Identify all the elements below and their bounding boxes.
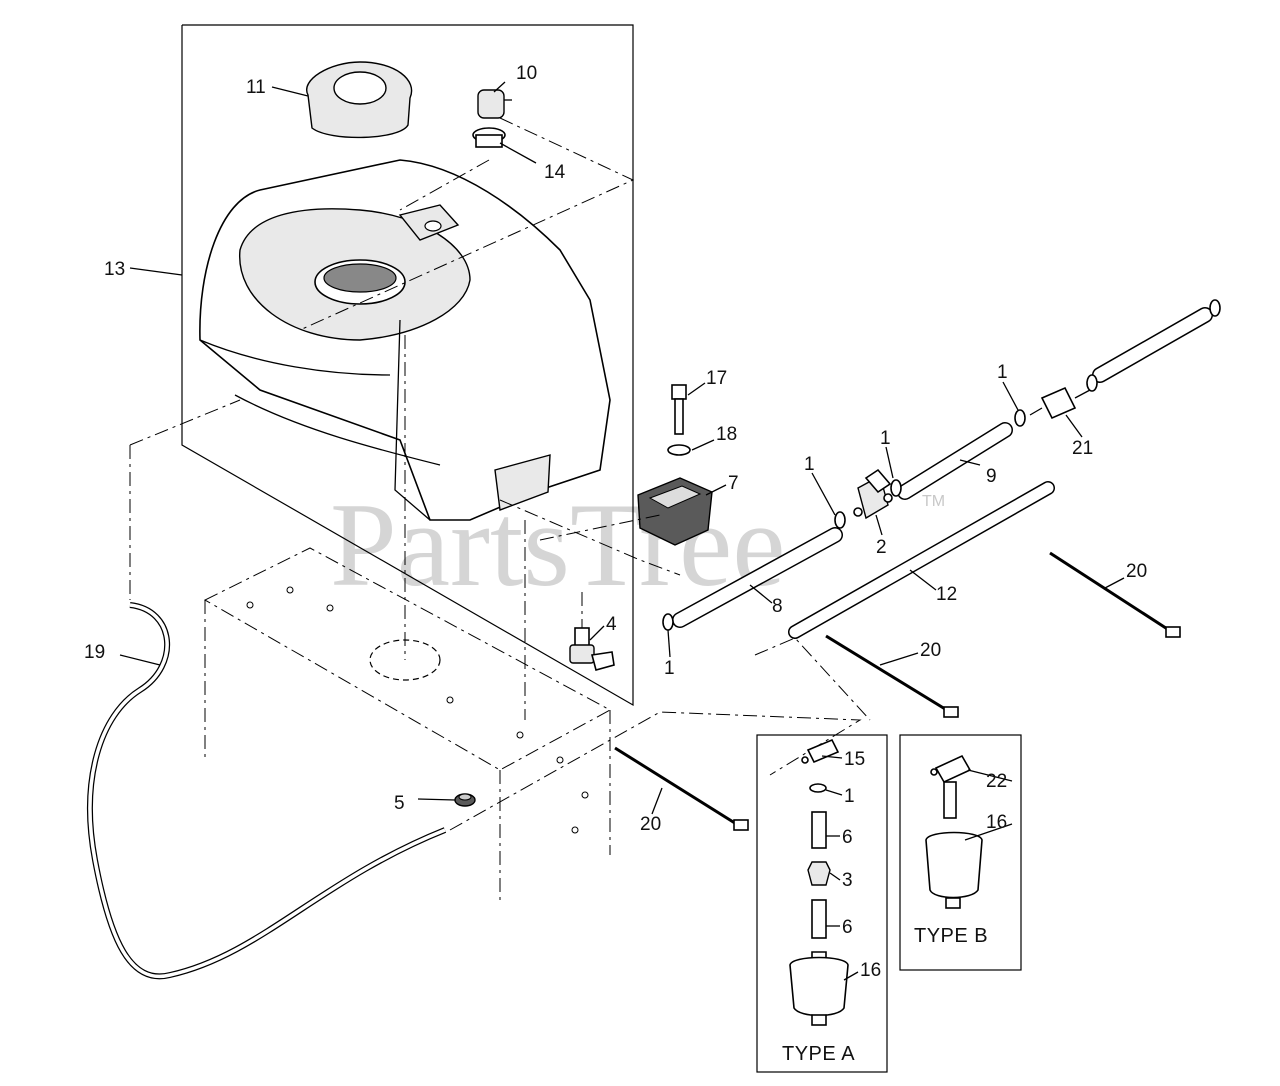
callout-4: 4 (606, 614, 617, 635)
callout-6-lower: 6 (842, 917, 853, 938)
callout-18: 18 (716, 424, 737, 445)
hose-clamp (662, 299, 1221, 631)
callout-leader-lines (119, 81, 1125, 981)
callout-1-hose-end: 1 (664, 658, 675, 679)
vent-fitting (477, 89, 512, 119)
callout-8: 8 (772, 596, 783, 617)
callout-14: 14 (544, 162, 566, 183)
callout-22: 22 (986, 771, 1007, 792)
shutoff-valve (853, 468, 893, 520)
callout-17: 17 (706, 368, 727, 389)
callout-15: 15 (844, 749, 865, 770)
tank-grommet (472, 127, 506, 148)
inline-fuel-filter (1029, 386, 1091, 420)
callout-labels: 11 10 14 13 17 18 7 1 1 1 2 9 21 12 20 2… (84, 63, 1147, 981)
bracket-bolt (671, 384, 687, 435)
frame-bushing (454, 793, 476, 807)
fuel-hose-upper (1092, 307, 1213, 383)
type-b-label: TYPE B (914, 925, 988, 947)
trademark-mark: TM (922, 493, 945, 510)
fuel-line-long (87, 602, 447, 980)
callout-20-right: 20 (1126, 561, 1147, 582)
callout-3: 3 (842, 870, 853, 891)
cable-tie (614, 551, 1181, 831)
callout-1-valve: 1 (880, 428, 891, 449)
callout-20-left: 20 (640, 814, 661, 835)
fuel-hose-9 (897, 422, 1013, 500)
type-a-box (756, 734, 888, 1073)
callout-16-type-a: 16 (860, 960, 881, 981)
callout-6-upper: 6 (842, 827, 853, 848)
callout-2: 2 (876, 537, 887, 558)
type-a-label: TYPE A (782, 1043, 855, 1065)
fuel-hose-8 (672, 527, 843, 628)
callout-21: 21 (1072, 438, 1093, 459)
callout-20-middle: 20 (920, 640, 941, 661)
callout-10: 10 (516, 63, 537, 84)
callout-9: 9 (986, 466, 997, 487)
callout-1-upper: 1 (997, 362, 1008, 383)
callout-13: 13 (104, 259, 125, 280)
tank-group-frame (181, 24, 634, 707)
type-b-box (899, 734, 1022, 971)
callout-19: 19 (84, 642, 105, 663)
callout-7: 7 (728, 473, 739, 494)
callout-1-hose8: 1 (804, 454, 815, 475)
callout-12: 12 (936, 584, 957, 605)
fuel-hose-12 (788, 481, 1055, 639)
callout-1-type-a: 1 (844, 786, 855, 807)
callout-16-type-b: 16 (986, 812, 1007, 833)
bracket-washer (667, 444, 691, 456)
tank-support-bracket (637, 477, 713, 546)
callout-5: 5 (394, 793, 405, 814)
callout-11: 11 (246, 77, 266, 98)
tank-outlet-elbow (569, 627, 615, 671)
fuel-cap (306, 61, 413, 139)
